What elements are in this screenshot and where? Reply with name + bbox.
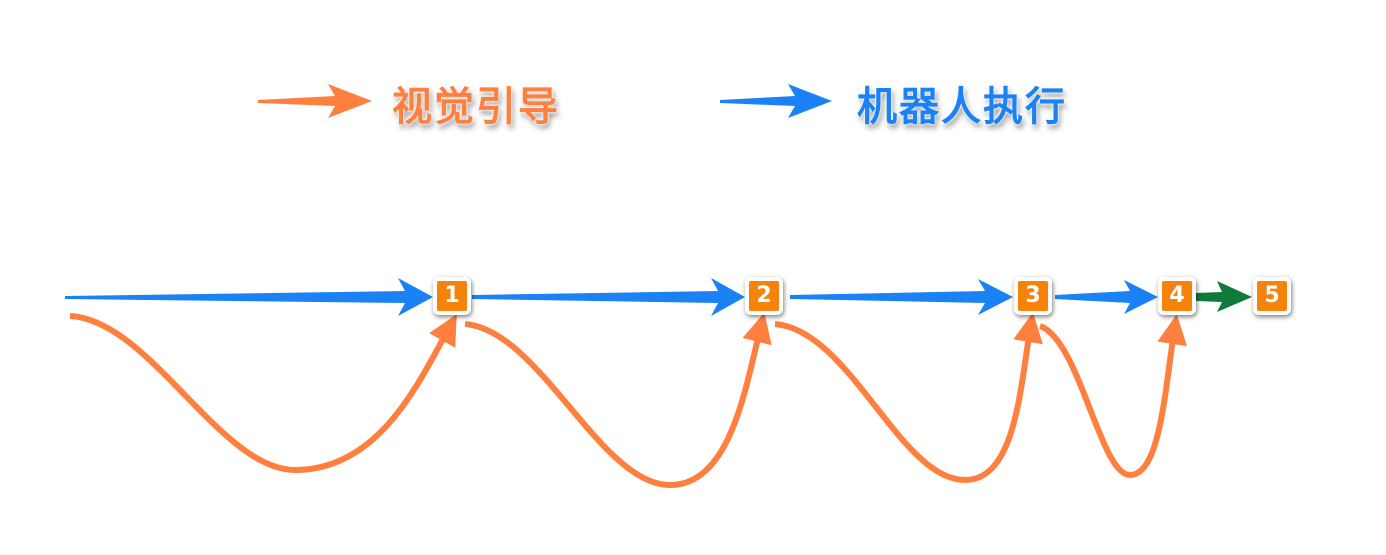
orange-curve-1-2 [464,312,772,489]
orange-curve-3-4 [1038,314,1187,479]
step-node-4: 4 [1158,277,1196,315]
step-node-5: 5 [1253,277,1291,315]
legend-orange-arrow [258,84,372,118]
step-node-1: 1 [433,277,471,315]
legend-blue-arrow [720,84,832,118]
blue-arrow-3-4 [1055,280,1158,314]
step-node-3: 3 [1014,277,1052,315]
blue-arrow-1-2 [472,278,745,316]
legend-label-visual-guidance: 视觉引导 [392,84,560,130]
orange-curve-2-3 [774,312,1043,484]
legend-label-robot-execution: 机器人执行 [857,84,1067,130]
blue-arrow-start-1 [65,278,433,316]
orange-curve-start-1 [69,313,457,474]
blue-arrow-2-3 [790,279,1013,315]
green-arrow-4-5 [1196,281,1252,312]
step-node-2: 2 [745,277,783,315]
